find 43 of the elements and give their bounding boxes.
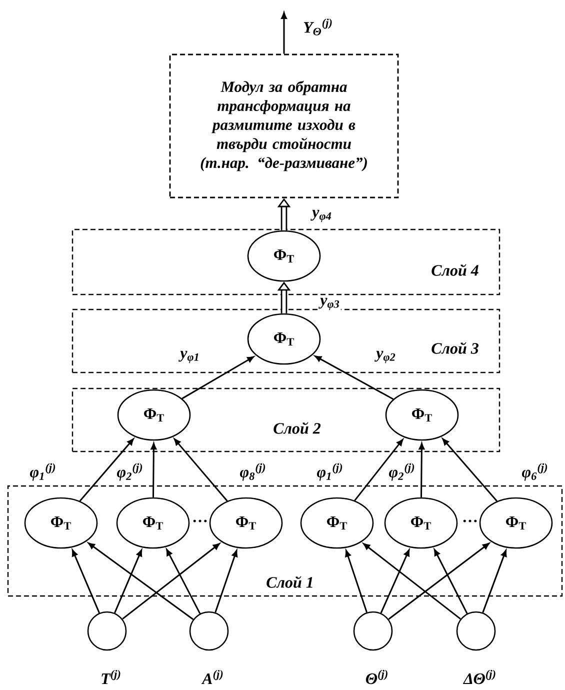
edge-label: y$_{φ3}$ — [318, 296, 341, 312]
arrow — [418, 442, 425, 498]
edge-label: φ$_{6}$(j) — [520, 462, 550, 482]
input-label: ΔΘ$^{(j)}$ — [462, 670, 496, 684]
arrow — [214, 550, 238, 613]
ellipsis-dots: … — [193, 520, 207, 522]
arrow — [482, 550, 507, 613]
arrow — [174, 438, 228, 502]
input-label: T$^{(j)}$ — [102, 670, 120, 684]
arrow — [388, 542, 490, 620]
edge-label: φ$_{2}$(j) — [388, 462, 416, 482]
edge-label: φ$_{1}$(j) — [28, 462, 58, 482]
input-circle — [456, 611, 496, 651]
edge-label: φ$_{8}$(j) — [238, 462, 268, 482]
arrow — [354, 439, 404, 501]
arrow — [150, 442, 157, 498]
arrow — [281, 12, 287, 54]
arrow — [88, 542, 194, 620]
input-label: Θ$^{(j)}$ — [366, 670, 388, 684]
arrow — [380, 549, 410, 614]
edge-label: y$_{φ1}$ — [178, 350, 201, 364]
edge-label: φ$_{2}$(j) — [116, 462, 144, 482]
edge-label: φ$_{1}$(j) — [316, 462, 344, 482]
ellipsis-dots: … — [463, 520, 477, 522]
arrow — [72, 550, 100, 614]
arrow — [122, 543, 220, 620]
input-circle — [87, 611, 127, 651]
edge-label: y$_{φ2}$ — [374, 350, 397, 364]
arrow — [345, 550, 368, 613]
module-box: Модул за обратна трансформация на размитите изходи в твърди стойности (т.нар. “де-размиване”) — [169, 54, 399, 198]
arrow — [442, 438, 498, 502]
edge-label: y$_{φ4}$ — [310, 208, 333, 224]
arrow — [79, 438, 134, 502]
arrow — [166, 549, 201, 614]
input-label: A$^{(j)}$ — [201, 670, 223, 684]
arrow — [114, 550, 142, 614]
arrow — [434, 549, 468, 614]
arrow — [314, 356, 394, 400]
arrow — [182, 356, 254, 400]
input-circle — [353, 611, 393, 651]
input-circle — [189, 611, 229, 651]
arrow — [363, 543, 461, 620]
edge-label: Y$_{Θ}$(j) — [302, 18, 334, 36]
